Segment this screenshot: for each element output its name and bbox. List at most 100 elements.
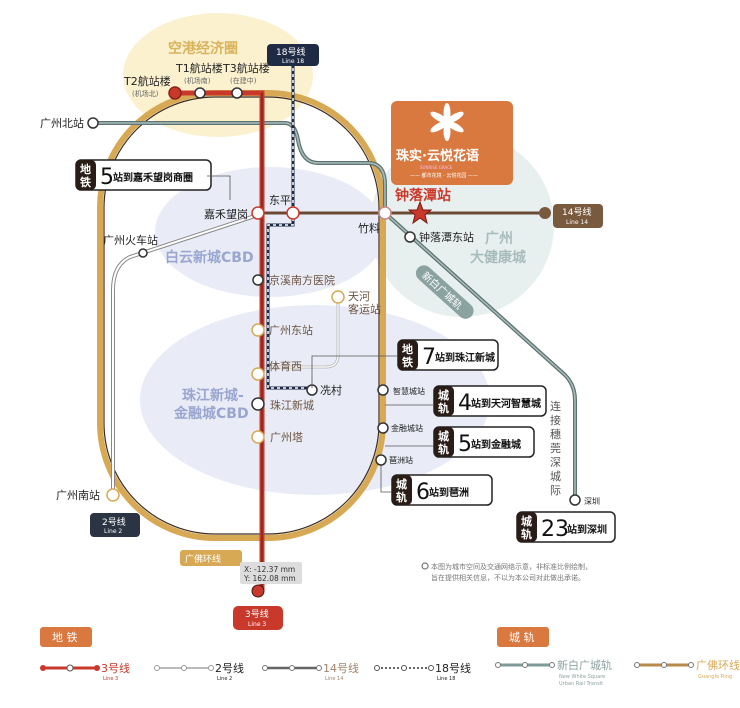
label-zhihui: 智慧城站 xyxy=(393,386,425,396)
line-18-name: 18号线 xyxy=(276,46,305,58)
connect-char: 深 xyxy=(550,456,561,469)
project-star-icon xyxy=(407,200,433,225)
callout-count: 6 xyxy=(416,480,430,505)
legend-intercity-label: 城 轨 xyxy=(509,630,535,644)
line-3-name: 3号线 xyxy=(245,608,269,620)
callout-count: 7 xyxy=(422,345,436,370)
station-jingxi[interactable] xyxy=(252,274,264,286)
zone-zhujiang-label-2: 金融城CBD xyxy=(173,405,249,422)
label-gzbei: 广州北站 xyxy=(40,116,84,130)
station-dongping[interactable] xyxy=(286,206,300,220)
label-t1: T1航站楼 xyxy=(175,61,223,75)
line-14-badge[interactable]: 14号线 Line 14 xyxy=(553,204,603,228)
line-xinbai-inner xyxy=(93,122,576,500)
legend-item-en: Line 14 xyxy=(325,676,343,682)
zone-airport-label: 空港经济圈 xyxy=(168,40,238,57)
legend-item-name: 新白广城轨 xyxy=(557,658,612,672)
project-logo: 珠实·云悦花语 SUNRISE GRACE —— 都市花境 · 云悦花园 —— xyxy=(391,101,513,185)
promo-sub: —— 都市花境 · 云悦花园 —— xyxy=(410,172,478,179)
zone-baiyun-label: 白云新城CBD xyxy=(165,249,254,266)
connect-intercity-text: 连 接 穗 莞 深 城 际 xyxy=(550,400,561,497)
legend-item-name: 14号线 xyxy=(323,661,359,675)
station-tiyuxi[interactable] xyxy=(251,367,265,381)
ring-badge[interactable]: 广佛环线 xyxy=(180,550,242,566)
legend-item-en: Line 18 xyxy=(437,676,455,682)
line-2-name: 2号线 xyxy=(102,516,126,528)
legend-item-name: 18号线 xyxy=(435,661,471,675)
callout-tag: 城 xyxy=(438,429,449,443)
legend: 地 铁 城 轨 3号线 Line 3 2号线 Line 2 14号线 Line … xyxy=(40,627,740,687)
label-t1-sub: (机场南) xyxy=(184,76,211,85)
line-3-badge[interactable]: 3号线 Line 3 xyxy=(233,606,283,630)
line-3-terminal xyxy=(251,584,265,598)
callout-tag: 轨 xyxy=(438,442,449,456)
cursor-readout: X: -12.37 mm Y: 162.08 mm xyxy=(240,562,302,584)
callout-tag: 铁 xyxy=(402,355,413,369)
station-zjxc[interactable] xyxy=(251,397,265,411)
label-gzta: 广州塔 xyxy=(270,431,303,444)
callout-tag: 地 xyxy=(402,342,413,356)
station-tianhe[interactable] xyxy=(331,290,345,304)
label-t2: T2航站楼 xyxy=(123,74,171,88)
station-t1[interactable] xyxy=(194,87,206,99)
legend-metro-tag xyxy=(40,627,92,647)
label-tiyuxi: 体育西 xyxy=(269,359,302,373)
label-dongping: 东平 xyxy=(269,194,291,207)
station-gzhuoche[interactable] xyxy=(138,248,148,258)
legend-item-en: Line 3 xyxy=(103,676,118,682)
label-pazhou: 琶洲站 xyxy=(389,455,413,465)
connect-char: 连 xyxy=(550,400,561,413)
callout-tag: 轨 xyxy=(438,401,449,415)
station-t2[interactable] xyxy=(168,86,182,100)
station-pazhou[interactable] xyxy=(375,454,387,466)
label-gznan: 广州南站 xyxy=(56,488,100,502)
line-3-en: Line 3 xyxy=(248,621,266,628)
legend-item-name: 3号线 xyxy=(101,661,130,675)
station-shenzhen[interactable] xyxy=(569,494,581,506)
label-zhongluotan-east: 钟落潭东站 xyxy=(419,230,474,244)
callout-count: 23 xyxy=(541,517,569,542)
callout-text: 站到嘉禾望岗商圈 xyxy=(113,171,193,184)
line-14-en: Line 14 xyxy=(566,219,588,226)
station-jinrong[interactable] xyxy=(377,422,389,434)
flower-icon xyxy=(430,103,464,141)
station-t3[interactable] xyxy=(231,87,243,99)
station-gzdong[interactable] xyxy=(251,323,265,337)
disclaimer: 本图为城市空间及交通网络示意，非标准比例绘制， 旨在提供相关信息，不以为本公司对… xyxy=(421,562,592,582)
label-gzdong: 广州东站 xyxy=(269,323,313,337)
station-gzbei[interactable] xyxy=(87,117,99,129)
ring-name: 广佛环线 xyxy=(185,553,221,565)
legend-item-line14: 14号线 Line 14 xyxy=(262,661,359,682)
label-zjxc: 珠江新城 xyxy=(270,398,314,412)
station-zhihui[interactable] xyxy=(377,384,389,396)
station-zhongluotan-east[interactable] xyxy=(404,231,416,243)
legend-item-en: Guangfo Ring xyxy=(698,674,732,680)
station-gznan[interactable] xyxy=(106,488,120,502)
cursor-readout-x: X: -12.37 mm xyxy=(244,565,295,574)
disclaimer-line: 旨在提供相关信息，不以为本公司对此做出承诺。 xyxy=(431,573,585,582)
callout-tag: 铁 xyxy=(80,175,91,189)
line-18-badge[interactable]: 18号线 Line 18 xyxy=(267,44,319,66)
callout-box: 城 轨 4 站到天河智慧城 xyxy=(433,385,547,417)
station-jiahe[interactable] xyxy=(251,206,265,220)
label-tianhe-2: 客运站 xyxy=(348,302,381,316)
connect-char: 莞 xyxy=(550,442,561,455)
connect-char: 城 xyxy=(550,470,561,483)
zone-zhujiang-label-1: 珠江新城- xyxy=(182,387,244,404)
line-2-inner xyxy=(112,214,259,495)
cursor-readout-y: Y: 162.08 mm xyxy=(243,574,296,583)
callout-tag: 城 xyxy=(521,514,532,528)
zone-health-label-2: 大健康城 xyxy=(470,249,526,266)
legend-metro-label: 地 铁 xyxy=(52,631,78,644)
callout-tag: 城 xyxy=(396,477,407,491)
line-2-badge[interactable]: 2号线 Line 2 xyxy=(90,513,140,537)
station-gzta[interactable] xyxy=(251,430,265,444)
legend-item-name: 2号线 xyxy=(215,661,244,675)
callout-count: 5 xyxy=(458,432,472,457)
callout-tag: 轨 xyxy=(396,490,407,504)
station-zhuliao[interactable] xyxy=(378,206,392,220)
zone-health-label-1: 广州 xyxy=(485,230,513,247)
callouts: 地 铁 5 站到嘉禾望岗商圈 地 铁 7 站到珠江新城 城 轨 4 站到天河智慧… xyxy=(75,159,616,543)
promo-tagline: SUNRISE GRACE xyxy=(420,165,453,170)
